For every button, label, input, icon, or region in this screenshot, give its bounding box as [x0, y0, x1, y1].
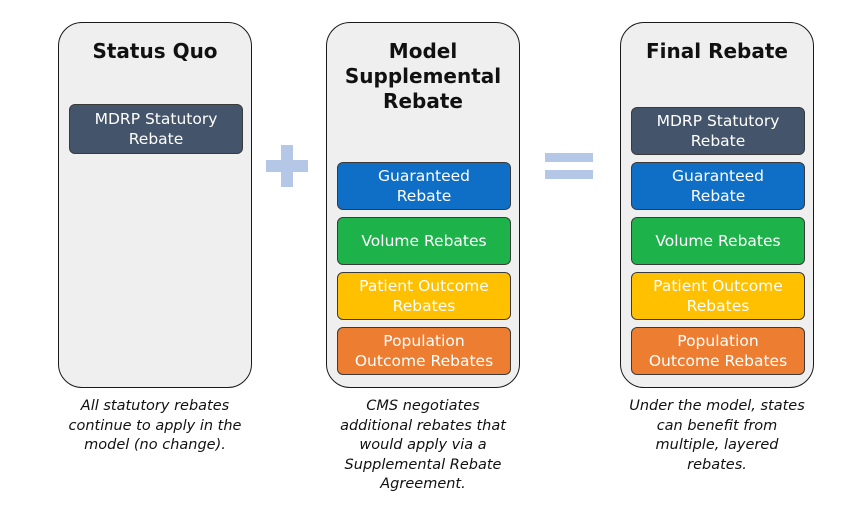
guaranteed-rebate-box: Guaranteed Rebate [337, 162, 511, 210]
final-population-outcome-rebates-box: Population Outcome Rebates [631, 327, 805, 375]
status-quo-caption: All statutory rebates continue to apply … [68, 398, 242, 453]
volume-rebates-box: Volume Rebates [337, 217, 511, 265]
final-rebate-panel: Final Rebate MDRP Statutory Rebate Guara… [620, 22, 814, 388]
final-mdrp-statutory-rebate-box: MDRP Statutory Rebate [631, 107, 805, 155]
final-rebate-caption: Under the model, states can benefit from… [629, 398, 805, 473]
model-supplemental-rebate-title: Model Supplemental Rebate [344, 39, 502, 113]
model-supplemental-rebate-caption: CMS negotiates additional rebates that w… [340, 398, 506, 492]
model-supplemental-rebate-panel: Model Supplemental Rebate Guaranteed Reb… [326, 22, 520, 388]
equals-icon-bottom-bar [545, 170, 593, 179]
status-quo-title: Status Quo [92, 39, 218, 63]
patient-outcome-rebates-box: Patient Outcome Rebates [337, 272, 511, 320]
final-volume-rebates-box: Volume Rebates [631, 217, 805, 265]
final-guaranteed-rebate-box: Guaranteed Rebate [631, 162, 805, 210]
mdrp-statutory-rebate-box: MDRP Statutory Rebate [69, 104, 243, 154]
plus-icon-vertical-bar [281, 145, 293, 187]
final-patient-outcome-rebates-box: Patient Outcome Rebates [631, 272, 805, 320]
status-quo-panel: Status Quo MDRP Statutory Rebate [58, 22, 252, 388]
final-rebate-title: Final Rebate [646, 39, 788, 63]
equals-icon-top-bar [545, 153, 593, 162]
population-outcome-rebates-box: Population Outcome Rebates [337, 327, 511, 375]
